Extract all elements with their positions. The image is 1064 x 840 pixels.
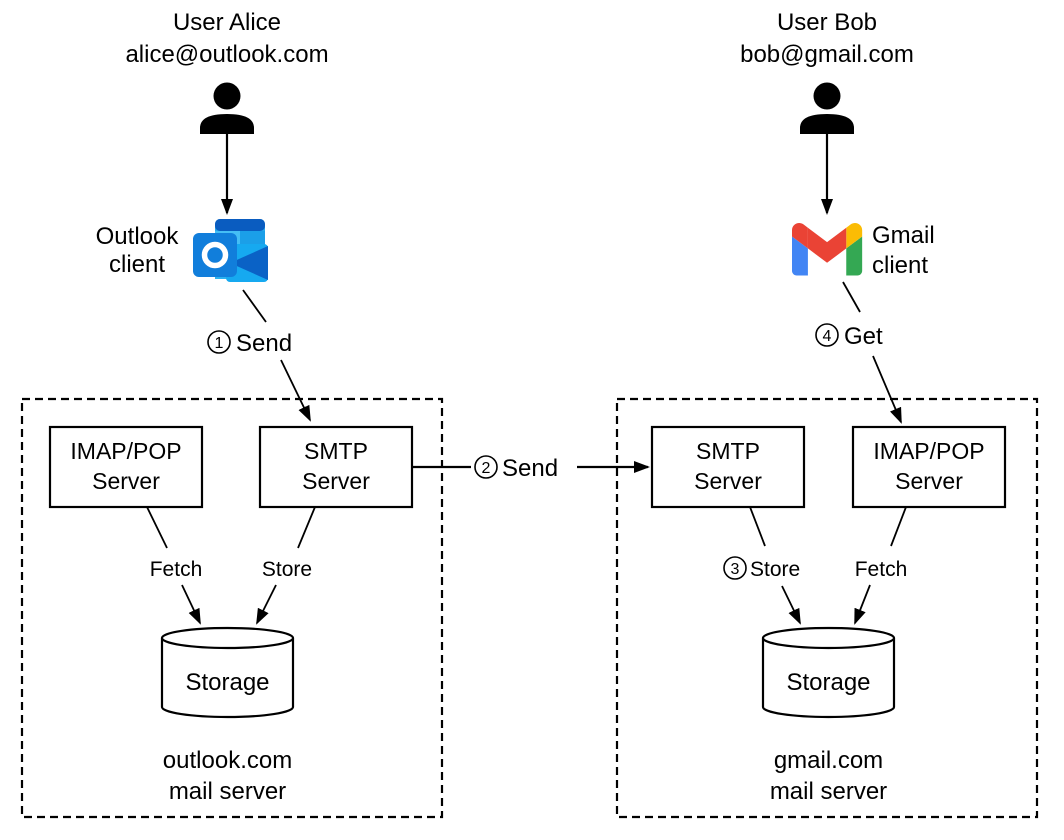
outlook-client-line1: Outlook	[96, 223, 180, 250]
storage-body-left	[160, 638, 295, 719]
line-imap-fetch-top	[146, 506, 168, 549]
gmail-caption-line1: gmail.com	[774, 747, 883, 774]
person-head-icon	[813, 82, 841, 110]
arrow-step4-to-imap	[872, 355, 902, 424]
outlook-caption-line2: mail server	[169, 778, 286, 805]
arrow-fetch-to-storage-right	[854, 584, 871, 625]
arrow-store-to-storage-left	[256, 584, 277, 625]
outlook-smtp-line2: Server	[302, 468, 370, 494]
person-shoulders-icon	[200, 114, 254, 134]
bob-email: bob@gmail.com	[740, 41, 914, 68]
step3-badge	[723, 556, 747, 580]
gmail-storage-cylinder: Storage	[761, 626, 896, 719]
storage-label-left: Storage	[185, 669, 269, 696]
gmail-imap-line1: IMAP/POP	[873, 438, 984, 464]
gmail-imap-line2: Server	[895, 468, 963, 494]
person-head-icon	[213, 82, 241, 110]
step4-label: Get	[844, 323, 883, 350]
line-gmail-to-step4	[842, 281, 861, 313]
gmail-icon	[792, 222, 863, 276]
outlook-imap-pop-server-box	[48, 425, 204, 509]
outlook-client-line2: client	[109, 251, 165, 278]
alice-header: User Alice alice@outlook.com	[125, 9, 328, 68]
gmail-red-m	[807, 227, 847, 263]
storage-label-right: Storage	[786, 669, 870, 696]
outlook-caption-line1: outlook.com	[163, 747, 292, 774]
alice-email: alice@outlook.com	[125, 41, 328, 68]
gmail-imap-pop-server-box	[851, 425, 1007, 509]
gmail-red-fold	[792, 222, 808, 249]
outlook-envelope-flap	[230, 246, 268, 280]
storage-top-right	[761, 626, 896, 650]
gmail-blue-pillar	[792, 236, 808, 276]
outlook-imap-line2: Server	[92, 468, 160, 494]
gmail-smtp-line1: SMTP	[696, 438, 760, 464]
outlook-tile	[193, 233, 237, 277]
gmail-client-line2: client	[872, 252, 928, 279]
line-outlook-to-step1	[242, 289, 267, 323]
gmail-client-label: Gmail client	[872, 222, 935, 279]
outlook-smtp-line1: SMTP	[304, 438, 368, 464]
outlook-imap-line1: IMAP/POP	[70, 438, 181, 464]
step1-number: 1	[215, 335, 224, 352]
step3-label: Store	[750, 558, 800, 581]
person-shoulders-icon	[800, 114, 854, 134]
gmail-green-pillar	[846, 236, 863, 276]
step1-send: 1 Send	[207, 330, 292, 357]
storage-body-right	[761, 638, 896, 719]
line-imap-fetch-top-right	[890, 506, 907, 547]
step1-badge	[207, 330, 231, 354]
step4-get: 4 Get	[815, 323, 883, 350]
step3-number: 3	[731, 561, 740, 578]
outlook-storage-cylinder: Storage	[160, 626, 295, 719]
arrow-fetch-to-storage-left	[181, 584, 201, 625]
gmail-caption-line2: mail server	[770, 778, 887, 805]
gmail-client-line1: Gmail	[872, 222, 935, 249]
step2-send: 2 Send	[474, 455, 558, 482]
arrow-store-to-storage-right	[781, 585, 801, 625]
step2-badge	[474, 455, 498, 479]
step4-badge	[815, 323, 839, 347]
step1-label: Send	[236, 330, 292, 357]
arrow-step1-to-smtp	[280, 359, 311, 422]
bob-name: User Bob	[777, 9, 877, 36]
gmail-yellow-fold	[846, 222, 863, 249]
line-smtp-store-top-right	[749, 506, 766, 547]
outlook-client-label: Outlook client	[96, 223, 180, 278]
step3-store: 3 Store	[723, 556, 800, 581]
gmail-mail-server-group: SMTP Server IMAP/POP Server 3 Store Fetc…	[615, 397, 1039, 819]
alice-person-icon	[200, 82, 254, 134]
line-smtp-store-top	[297, 506, 316, 549]
outlook-mail-server-boundary	[20, 397, 444, 819]
bob-person-icon	[800, 82, 854, 134]
fetch-label-right: Fetch	[855, 558, 908, 581]
gmail-mail-server-boundary	[615, 397, 1039, 819]
step4-number: 4	[823, 328, 832, 345]
step2-label: Send	[502, 455, 558, 482]
outlook-o-ring	[201, 241, 229, 269]
fetch-label-left: Fetch	[150, 558, 203, 581]
gmail-smtp-line2: Server	[694, 468, 762, 494]
store-label-left: Store	[262, 558, 312, 581]
outlook-smtp-server-box	[258, 425, 414, 509]
outlook-icon	[193, 219, 268, 282]
gmail-smtp-server-box	[650, 425, 806, 509]
bob-header: User Bob bob@gmail.com	[740, 9, 914, 68]
storage-top-left	[160, 626, 295, 650]
step2-number: 2	[482, 460, 491, 477]
alice-name: User Alice	[173, 9, 281, 36]
outlook-topbar	[215, 219, 265, 231]
outlook-mail-server-group: IMAP/POP Server SMTP Server Fetch Store …	[20, 397, 444, 819]
